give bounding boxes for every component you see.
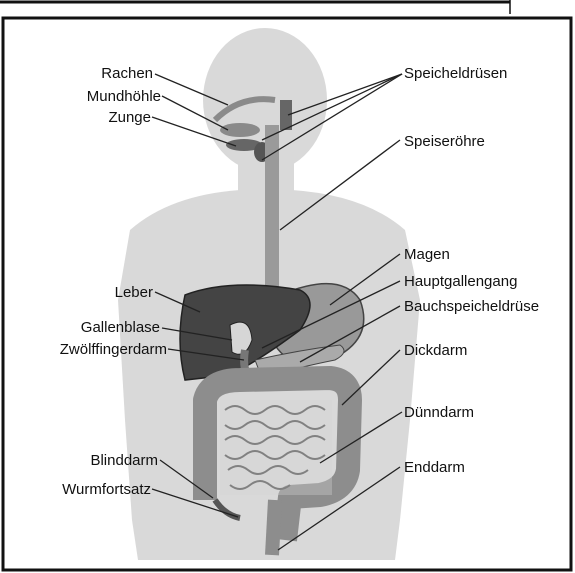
label-leber: Leber (115, 284, 153, 301)
label-zwoelffingerdarm: Zwölffingerdarm (60, 341, 167, 358)
label-bauchspeicheldruese: Bauchspeicheldrüse (404, 298, 539, 315)
label-speicheldruesen: Speicheldrüsen (404, 65, 507, 82)
small-intestine-fill (220, 400, 332, 495)
label-dickdarm: Dickdarm (404, 342, 467, 359)
label-blinddarm: Blinddarm (90, 452, 158, 469)
label-hauptgallengang: Hauptgallengang (404, 273, 517, 290)
label-gallenblase: Gallenblase (81, 319, 160, 336)
label-wurmfortsatz: Wurmfortsatz (62, 481, 151, 498)
label-zunge: Zunge (108, 109, 151, 126)
rectum-shape (272, 500, 275, 555)
label-mundhoehle: Mundhöhle (87, 88, 161, 105)
label-rachen: Rachen (101, 65, 153, 82)
label-speiseroehre: Speiseröhre (404, 133, 485, 150)
label-duenndarm: Dünndarm (404, 404, 474, 421)
label-enddarm: Enddarm (404, 459, 465, 476)
label-magen: Magen (404, 246, 450, 263)
